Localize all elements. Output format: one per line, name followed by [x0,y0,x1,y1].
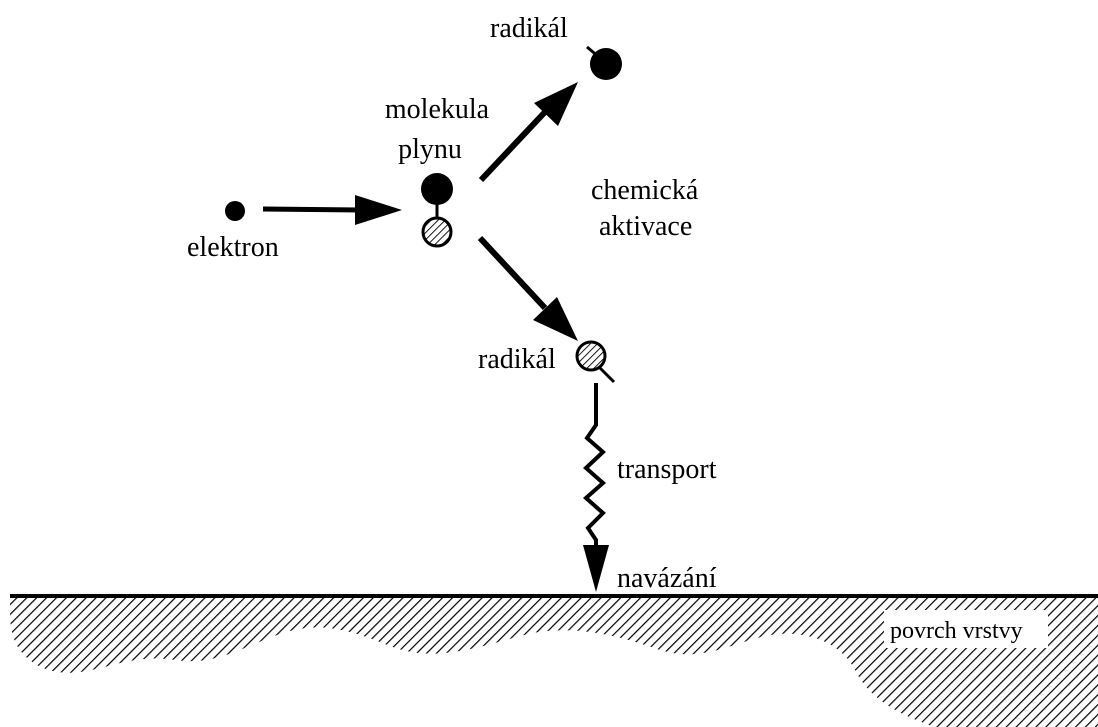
electron-particle [225,201,245,221]
radical-top-label: radikál [490,13,568,44]
surface-label: povrch vrstvy [890,618,1023,644]
surface-label-box [884,610,1048,648]
molecule-hatched-atom [421,216,453,248]
gas-molecule-label-line2: plynu [398,134,462,165]
transport-arrow [582,383,609,592]
gas-molecule-label-line1: molekula [385,94,490,125]
radical-top [586,45,622,80]
transport-label: transport [617,454,717,485]
radical-bottom [575,340,616,384]
electron-label: elektron [187,232,279,263]
surface-layer: povrch vrstvy [10,594,1098,727]
radical-bottom-label: radikál [478,344,556,375]
electron-arrow [262,195,402,225]
gas-molecule [421,173,453,248]
molecule-solid-atom [421,173,453,205]
bonding-label: navázání [617,563,717,594]
chemical-activation-label-line2: aktivace [599,211,692,242]
arrow-to-bottom-radical [477,235,578,341]
arrow-to-top-radical [478,82,578,183]
chemical-activation-label-line1: chemická [591,175,699,206]
